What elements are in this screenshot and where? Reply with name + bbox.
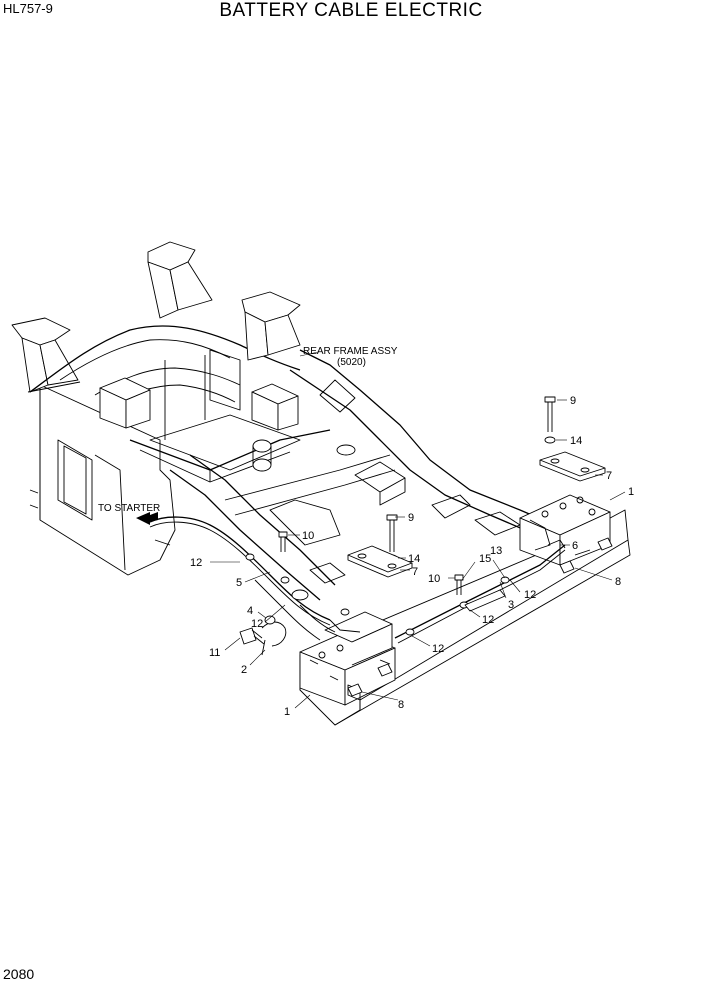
callout-9-upper: 9 bbox=[570, 395, 576, 407]
rear-frame-part-number: (5020) bbox=[337, 357, 366, 368]
battery-left bbox=[299, 611, 396, 706]
callout-5: 5 bbox=[236, 577, 242, 589]
washer-14-upper bbox=[544, 436, 556, 444]
callout-1-right: 1 bbox=[628, 486, 634, 498]
leader-lines bbox=[210, 351, 626, 709]
callout-10-left: 10 bbox=[302, 530, 314, 542]
rear-frame-label: REAR FRAME ASSY bbox=[303, 346, 398, 357]
to-starter-arrow bbox=[136, 512, 158, 525]
callout-14-upper: 14 bbox=[570, 435, 582, 447]
callout-11: 11 bbox=[209, 647, 220, 659]
clamp-mount-5 bbox=[291, 589, 309, 601]
callout-12-center: 12 bbox=[432, 643, 444, 655]
callout-12-right: 12 bbox=[482, 614, 494, 626]
foot-8-right bbox=[559, 537, 613, 574]
rear-frame bbox=[11, 241, 556, 601]
terminal-4 bbox=[264, 615, 276, 625]
callout-12-far-right: 12 bbox=[524, 589, 536, 601]
callout-6: 6 bbox=[572, 540, 578, 552]
plate-7-upper bbox=[539, 451, 606, 482]
page-title: BATTERY CABLE ELECTRIC bbox=[219, 0, 483, 21]
bolt-10-right bbox=[454, 574, 464, 595]
callout-9-lower: 9 bbox=[408, 512, 414, 524]
terminal-2 bbox=[261, 621, 287, 656]
to-starter-label: TO STARTER bbox=[98, 503, 160, 514]
callout-10-right: 10 bbox=[428, 573, 440, 585]
bolt-9-lower bbox=[386, 514, 398, 552]
terminal-6 bbox=[547, 539, 566, 549]
callout-12-lower-left: 12 bbox=[251, 618, 263, 630]
callout-15: 15 bbox=[479, 553, 491, 565]
callout-14-lower: 14 bbox=[408, 553, 420, 565]
callout-8-left: 8 bbox=[398, 699, 404, 711]
plate-7-lower bbox=[347, 545, 413, 578]
battery-right bbox=[519, 494, 611, 566]
callout-4: 4 bbox=[247, 605, 253, 617]
bolt-10-left bbox=[278, 531, 288, 552]
callout-8-right: 8 bbox=[615, 576, 621, 588]
callout-3: 3 bbox=[508, 599, 514, 611]
callout-7-lower: 7 bbox=[412, 566, 418, 578]
callout-2: 2 bbox=[241, 664, 247, 676]
callout-12-left: 12 bbox=[190, 557, 202, 569]
callout-7-upper: 7 bbox=[606, 470, 612, 482]
model-number: HL757-9 bbox=[3, 1, 53, 16]
bolt-9-upper bbox=[544, 396, 556, 432]
terminal-11 bbox=[239, 627, 265, 645]
page-number: 2080 bbox=[3, 966, 35, 982]
callout-1-left: 1 bbox=[284, 706, 290, 718]
callout-13: 13 bbox=[490, 545, 502, 557]
